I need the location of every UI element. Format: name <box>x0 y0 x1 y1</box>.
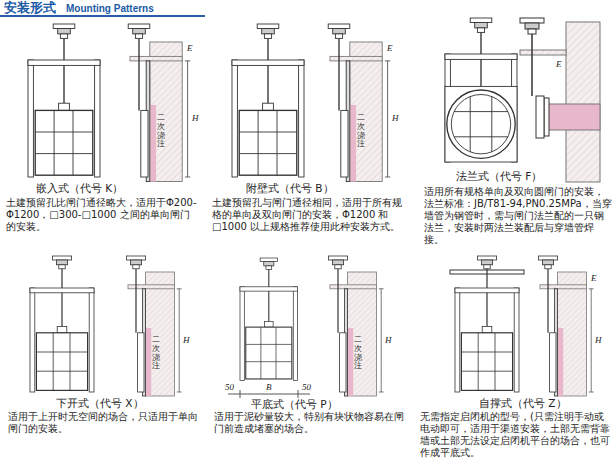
flange-section <box>520 18 600 182</box>
round-gate-front <box>445 18 517 162</box>
gate-front <box>30 256 94 392</box>
gate-section <box>328 24 390 182</box>
description-note: 无需指定启闭机的型号，(只需注明手动或电动即可，适用于渠道安装，土部无需背靠墙或… <box>420 411 612 459</box>
description-note: 适用于泥砂量较大，特别有块状物容易在闸门前造成堵塞的场合。 <box>214 411 406 435</box>
part-label: 二次浇注 <box>152 336 160 371</box>
title-bar <box>0 15 205 17</box>
figure-caption: 附壁式（代号 B） <box>245 182 335 195</box>
gate-section <box>128 24 190 182</box>
subtitle: Mounting Patterns <box>66 3 154 14</box>
dimension-label: H <box>594 336 603 345</box>
part-label: 二次浇注 <box>354 336 362 371</box>
dimension-label: B <box>265 383 273 392</box>
dimension-label: E <box>590 274 598 283</box>
dimension-label: E <box>386 44 394 53</box>
gate-section <box>126 256 181 396</box>
figure-caption: 法兰式（代号 F） <box>455 170 543 183</box>
gate-front <box>232 24 304 177</box>
figure-caption: 自撑式（代号 Z） <box>478 397 568 410</box>
page-title: 安装形式 <box>4 1 56 15</box>
dimension-label: 50 <box>224 383 235 392</box>
figure-caption: 下开式（代号 X） <box>55 397 145 410</box>
part-label: 二次浇注 <box>357 114 365 149</box>
gate-front <box>240 258 298 380</box>
description-note: 适用所有规格单向及双向圆闸门的安装，法兰标准：JB/T81-94,PN0.25M… <box>424 186 612 246</box>
gate-section <box>538 256 593 396</box>
dimension-label: 50 <box>301 383 312 392</box>
gate-front <box>28 24 100 177</box>
gate-front <box>455 256 519 392</box>
figure-caption: 嵌入式（代号 K） <box>35 182 124 195</box>
part-label: 二次浇注 <box>157 114 165 149</box>
dimension-label: H <box>182 336 191 345</box>
description-note: 土建预留孔比闸门通径略大，适用于Φ200-Φ1200，□300-□1000 之间… <box>6 197 198 233</box>
figure-caption: 平底式（代号 P） <box>250 398 339 411</box>
dimension-label: H <box>191 114 200 123</box>
dimension-label: E <box>555 60 563 69</box>
gate-section <box>328 256 383 396</box>
dimension-label: H <box>384 336 393 345</box>
dimension-label: H <box>391 114 400 123</box>
dimension-label: E <box>186 44 194 53</box>
description-note: 土建预留孔与闸门通径相同，适用于所有规格的单向及双向闸门的安装，Φ1200 和□… <box>212 197 406 233</box>
description-note: 适用于上开时无空间的场合，只适用于单向闸门的安装。 <box>8 411 200 435</box>
